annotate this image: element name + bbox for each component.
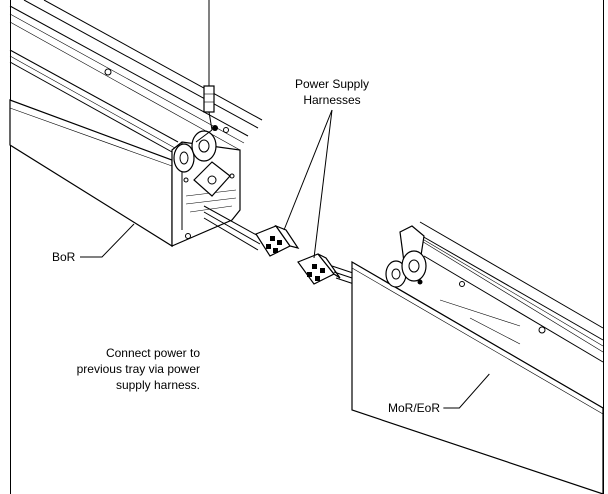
mor-harness-connector (297, 253, 341, 285)
mor-eor-tray (351, 221, 604, 494)
harness-leader-right (313, 109, 333, 259)
harness-label-line1: Power Supply (295, 77, 369, 91)
bor-leader (80, 223, 135, 258)
harness-leader-left (283, 109, 333, 231)
bor-harness-connector (255, 224, 300, 257)
instruction-line1: Connect power to (106, 346, 200, 360)
instruction-line3: supply harness. (116, 378, 200, 392)
harness-label-line2: Harnesses (303, 93, 360, 107)
bor-tray (9, 0, 263, 248)
mor-eor-label: MoR/EoR (388, 401, 440, 415)
mor-eor-leader (443, 373, 490, 409)
bor-label: BoR (52, 250, 76, 264)
bor-harness-cable (203, 205, 263, 251)
instruction-line2: previous tray via power (77, 362, 200, 376)
